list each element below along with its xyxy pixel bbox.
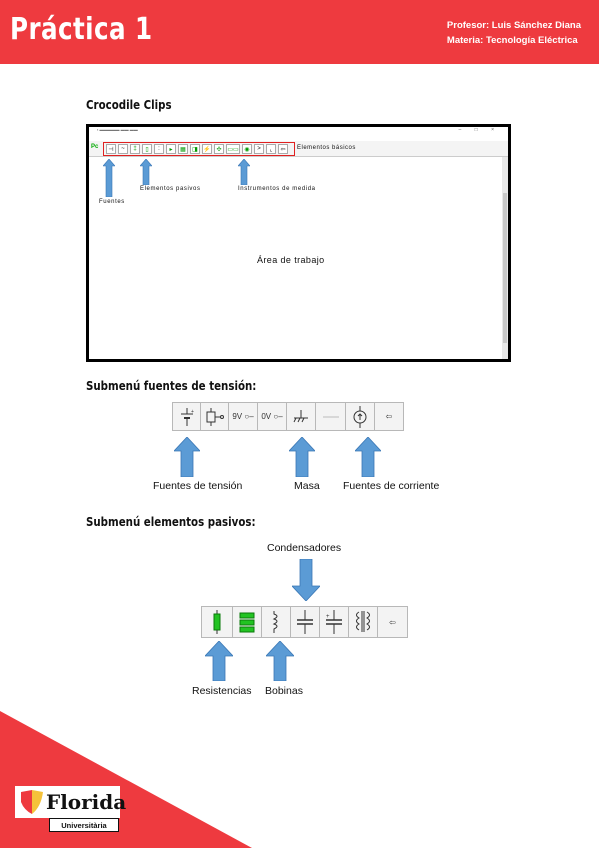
app-window-title: ▪ ▬▬▬▬▬ ▬▬ ▬▬ <box>97 127 138 132</box>
logic-tool-icon[interactable]: ▭▭ <box>226 144 240 154</box>
inductor-icon <box>272 611 278 633</box>
crocodile-clips-screenshot: ▪ ▬▬▬▬▬ ▬▬ ▬▬ – □ × ▬▬▬▬▬▬▬▬▬▬▬▬▬▬▬▬▬▬▬ … <box>86 124 511 362</box>
back-arrow-icon: ⇦ <box>385 412 393 421</box>
dc-source-button[interactable]: + <box>173 403 201 430</box>
transformer-button[interactable] <box>349 607 378 637</box>
bobinas-caption: Bobinas <box>265 685 303 697</box>
app-scrollbar[interactable] <box>502 157 508 359</box>
instrumentos-arrow-icon <box>238 159 250 185</box>
page-header: Práctica 1 Profesor: Luis Sánchez Diana … <box>0 0 599 64</box>
pasivos-submenu-toolbar: + ⇦ <box>201 606 408 638</box>
ac-source-icon <box>206 407 224 426</box>
0v-label: 0V <box>261 412 272 421</box>
diode-tool-icon[interactable]: : <box>154 144 164 154</box>
probe-tool-icon[interactable]: > <box>254 144 264 154</box>
window-controls: – □ × <box>458 127 500 133</box>
work-area-label: Área de trabajo <box>257 255 325 265</box>
bobinas-arrow-icon <box>266 641 294 681</box>
toolbar-label: Elementos básicos <box>297 145 356 151</box>
tension-arrow-icon <box>174 437 200 477</box>
transformer-icon <box>356 611 370 632</box>
masa-arrow-icon <box>289 437 315 477</box>
section-crocodile-title: Crocodile Clips <box>86 97 172 112</box>
svg-text:+: + <box>191 409 194 415</box>
back-button[interactable]: ⇦ <box>378 607 407 637</box>
materia-text: Materia: Tecnología Eléctrica <box>446 35 578 46</box>
dash-icon <box>322 416 339 417</box>
inductor-button[interactable] <box>262 607 291 637</box>
logo-brand: Florida <box>46 790 127 814</box>
chip-tool-icon[interactable]: ✣ <box>214 144 224 154</box>
9v-source-button[interactable]: 9V ○– <box>229 403 258 430</box>
tension-caption: Fuentes de tensión <box>153 480 243 492</box>
graph-tool-icon[interactable]: ⌞ <box>266 144 276 154</box>
florida-logo: Florida Universitària <box>15 786 126 834</box>
app-menubar: ▬▬▬▬▬▬▬▬▬▬▬▬▬▬▬▬▬▬▬ <box>89 134 508 148</box>
ac-source-button[interactable] <box>201 403 229 430</box>
profesor-text: Profesor: Luis Sánchez Diana <box>446 20 581 31</box>
ground-button[interactable] <box>287 403 316 430</box>
scrollbar-thumb[interactable] <box>503 193 507 343</box>
variable-resistor-icon <box>239 612 255 633</box>
transistor-tool-icon[interactable]: ▸ <box>166 144 176 154</box>
ic-tool-icon[interactable]: ▦ <box>178 144 188 154</box>
section-pasivos-title: Submenú elementos pasivos: <box>86 514 256 529</box>
toolbar-highlight-box: ⊣ ~ ‡ ▯ : ▸ ▦ ◨ ⚡ ✣ ▭▭ ◉ > ⌞ ⇦ <box>103 142 295 156</box>
condensadores-arrow-icon <box>292 559 320 601</box>
condensadores-caption: Condensadores <box>267 542 342 554</box>
svg-text:+: + <box>326 614 330 620</box>
electrolytic-capacitor-button[interactable]: + <box>320 607 349 637</box>
corriente-caption: Fuentes de corriente <box>343 480 440 492</box>
resistencias-caption: Resistencias <box>192 685 252 697</box>
terminal-icon: ○– <box>271 412 283 421</box>
0v-source-button[interactable]: 0V ○– <box>258 403 287 430</box>
9v-label: 9V <box>232 412 243 421</box>
current-source-button[interactable] <box>346 403 375 430</box>
resistencias-arrow-icon <box>205 641 233 681</box>
battery-icon: + <box>180 407 194 426</box>
fuentes-arrow-icon <box>103 159 115 197</box>
back-tool-icon[interactable]: ⇦ <box>278 144 288 154</box>
instrumentos-annotation: Instrumentos de medida <box>238 186 316 192</box>
current-source-icon <box>353 405 367 428</box>
variable-resistor-button[interactable] <box>233 607 262 637</box>
meter-tool-icon[interactable]: ◉ <box>242 144 252 154</box>
pasivos-arrow-icon <box>140 159 152 185</box>
disabled-button[interactable] <box>316 403 346 430</box>
resistor-icon <box>213 610 221 634</box>
app-titlebar: ▪ ▬▬▬▬▬ ▬▬ ▬▬ – □ × <box>89 127 508 134</box>
terminal-icon: ○– <box>242 412 254 421</box>
back-button[interactable]: ⇦ <box>375 403 403 430</box>
lamp-tool-icon[interactable]: ◨ <box>190 144 200 154</box>
corriente-arrow-icon <box>355 437 381 477</box>
wire-tool-icon[interactable]: ~ <box>118 144 128 154</box>
switch-tool-icon[interactable]: ‡ <box>130 144 140 154</box>
electrolytic-capacitor-icon: + <box>326 610 342 634</box>
basic-elements-icon[interactable]: Pc <box>91 144 99 150</box>
pasivos-annotation: Elementos pasivos <box>140 186 201 192</box>
app-toolbar: Pc ⊣ ~ ‡ ▯ : ▸ ▦ ◨ ⚡ ✣ ▭▭ ◉ > ⌞ ⇦ Elemen… <box>89 141 508 157</box>
capacitor-button[interactable] <box>291 607 320 637</box>
logo-top: Florida <box>15 786 126 818</box>
florida-shield-icon <box>21 790 43 814</box>
source-tool-icon[interactable]: ⊣ <box>106 144 116 154</box>
page-title: Práctica 1 <box>10 12 153 47</box>
ground-icon <box>293 409 308 422</box>
header-meta: Profesor: Luis Sánchez Diana Materia: Te… <box>447 18 581 48</box>
fuentes-submenu-toolbar: + 9V ○– 0V ○– ⇦ <box>172 402 404 431</box>
section-fuentes-title: Submenú fuentes de tensión: <box>86 378 257 393</box>
resistor-button[interactable] <box>202 607 233 637</box>
fuentes-annotation: Fuentes <box>99 199 125 205</box>
resistor-tool-icon[interactable]: ▯ <box>142 144 152 154</box>
logo-sub: Universitària <box>49 818 119 832</box>
motor-tool-icon[interactable]: ⚡ <box>202 144 212 154</box>
back-arrow-icon: ⇦ <box>389 617 396 627</box>
masa-caption: Masa <box>294 480 320 492</box>
capacitor-icon <box>297 610 313 634</box>
